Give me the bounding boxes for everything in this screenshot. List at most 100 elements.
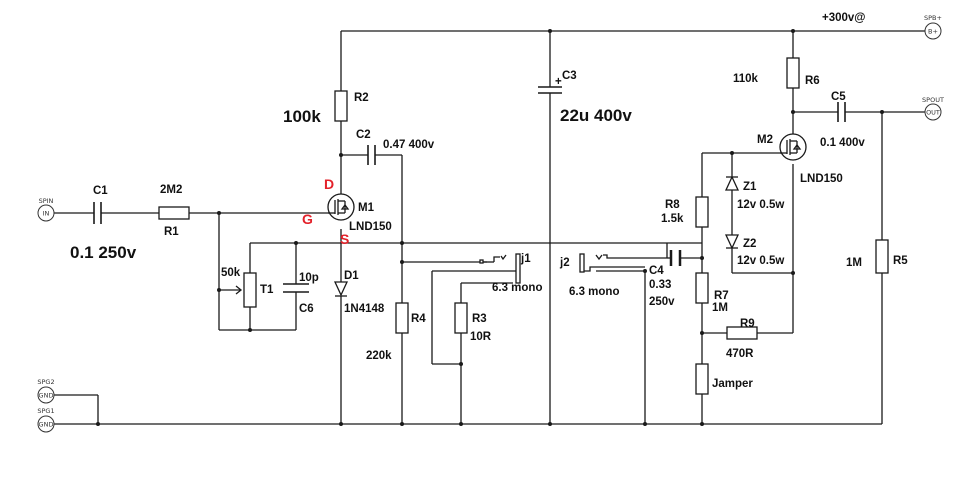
j2-value: 6.3 mono	[569, 286, 619, 298]
j1-ref: j1	[520, 253, 531, 265]
c4-ref: C4	[649, 265, 664, 277]
d1-value: 1N4148	[344, 303, 385, 315]
z1-value: 12v 0.5w	[737, 199, 784, 211]
capacitor-c3[interactable]: + C3 22u 400v	[538, 70, 632, 125]
r5-ref: R5	[893, 255, 908, 267]
mosfet-m1-symbol-icon	[328, 199, 350, 215]
r1-value: 2M2	[160, 184, 182, 196]
r2-ref: R2	[354, 92, 369, 104]
port-spout[interactable]: OUT SPOUT	[922, 96, 944, 121]
t1-value: 50k	[221, 267, 241, 279]
r7-ref: R7	[714, 290, 729, 302]
r4-value: 220k	[366, 350, 392, 362]
mosfet-m2-symbol-icon	[780, 139, 802, 155]
jumper-value: Jamper	[712, 378, 753, 390]
c2-value: 0.47 400v	[383, 139, 435, 151]
capacitor-c6[interactable]: 10p C6	[283, 272, 319, 315]
c3-polarity-plus-icon: +	[555, 76, 562, 88]
capacitor-c1[interactable]: C1 0.1 250v	[70, 185, 137, 262]
resistor-r4[interactable]: R4 220k	[366, 302, 426, 362]
mosfet-m2[interactable]: M2 LND150	[757, 133, 843, 185]
zener-z2[interactable]: Z2 12v 0.5w	[724, 234, 784, 267]
resistor-jumper[interactable]: Jamper	[695, 363, 753, 395]
supply-label: +300v@	[822, 12, 866, 24]
junctions	[96, 29, 884, 426]
zener-z1[interactable]: Z1 12v 0.5w	[724, 175, 784, 211]
m2-ref: M2	[757, 134, 773, 146]
c5-value: 0.1 400v	[820, 137, 865, 149]
z1-ref: Z1	[743, 181, 757, 193]
r1-ref: R1	[164, 226, 179, 238]
capacitor-c5[interactable]: C5 0.1 400v	[820, 91, 865, 149]
j2-ref: j2	[559, 257, 570, 269]
potentiometer-t1[interactable]: 50k T1	[221, 267, 274, 308]
port-spout-label: OUT	[926, 109, 940, 117]
r9-ref: R9	[740, 318, 755, 330]
resistor-r8[interactable]: R8 1.5k	[661, 196, 709, 228]
c3-value: 22u 400v	[560, 106, 632, 125]
port-spin-label: IN	[43, 210, 50, 218]
capacitor-c4[interactable]: C4 0.33 250v	[649, 250, 682, 308]
resistor-r7[interactable]: R7 1M	[695, 272, 729, 314]
resistor-r6[interactable]: R6 110k	[733, 57, 820, 89]
r2-value: 100k	[283, 107, 321, 126]
r6-ref: R6	[805, 75, 820, 87]
resistor-r3[interactable]: R3 10R	[454, 302, 492, 343]
m1-value: LND150	[349, 221, 392, 233]
jack-j2-symbol-icon	[579, 253, 645, 273]
r8-value: 1.5k	[661, 213, 684, 225]
c6-value: 10p	[299, 272, 319, 284]
m1-ref: M1	[358, 202, 375, 214]
r3-ref: R3	[472, 313, 487, 325]
port-spin[interactable]: IN SPIN	[37, 197, 55, 222]
jack-j1[interactable]: j1 6.3 mono	[479, 253, 542, 294]
port-spg2-tag: SPG2	[37, 378, 54, 386]
m2-value: LND150	[800, 173, 843, 185]
mosfet-m1[interactable]: M1 LND150 D G S	[302, 176, 392, 247]
port-spg2-label: GND	[39, 392, 54, 400]
m1-pin-source: S	[340, 231, 349, 247]
c3-ref: C3	[562, 70, 577, 82]
port-spg1-label: GND	[39, 421, 54, 429]
r7-value: 1M	[712, 302, 728, 314]
capacitor-c2[interactable]: C2 0.47 400v	[356, 129, 435, 165]
r9-value: 470R	[726, 348, 754, 360]
diode-d1[interactable]: D1 1N4148	[333, 270, 385, 315]
resistor-r5[interactable]: R5 1M	[846, 239, 908, 274]
j1-value: 6.3 mono	[492, 282, 542, 294]
c5-ref: C5	[831, 91, 846, 103]
r3-value: 10R	[470, 331, 492, 343]
jack-j2[interactable]: j2 6.3 mono	[559, 253, 645, 298]
port-spb[interactable]: B+ SPB+	[924, 14, 942, 40]
port-spb-label: B+	[928, 28, 938, 36]
resistor-r9[interactable]: R9 470R	[726, 318, 758, 360]
jack-j1-symbol-icon	[479, 253, 521, 284]
t1-ref: T1	[260, 284, 274, 296]
c1-ref: C1	[93, 185, 108, 197]
c4-value: 0.33	[649, 279, 671, 291]
r4-ref: R4	[411, 313, 426, 325]
port-spin-tag: SPIN	[39, 197, 54, 205]
c6-ref: C6	[299, 303, 314, 315]
wiper-arrow-icon	[235, 285, 243, 295]
resistor-r1[interactable]: 2M2 R1	[158, 184, 190, 238]
port-spout-tag: SPOUT	[922, 96, 944, 104]
m1-pin-drain: D	[324, 176, 334, 192]
c4-value2: 250v	[649, 296, 675, 308]
r8-ref: R8	[665, 199, 680, 211]
resistor-r2[interactable]: R2 100k	[283, 90, 369, 126]
c2-ref: C2	[356, 129, 371, 141]
z2-value: 12v 0.5w	[737, 255, 784, 267]
d1-ref: D1	[344, 270, 359, 282]
c1-value: 0.1 250v	[70, 243, 137, 262]
wires	[54, 30, 925, 425]
z2-ref: Z2	[743, 238, 756, 250]
port-spg1[interactable]: GND SPG1	[37, 407, 55, 433]
port-spg2[interactable]: GND SPG2	[37, 378, 55, 404]
m1-pin-gate: G	[302, 211, 313, 227]
r5-value: 1M	[846, 257, 862, 269]
r6-value: 110k	[733, 73, 759, 85]
port-spb-tag: SPB+	[924, 14, 942, 22]
port-spg1-tag: SPG1	[37, 407, 54, 415]
